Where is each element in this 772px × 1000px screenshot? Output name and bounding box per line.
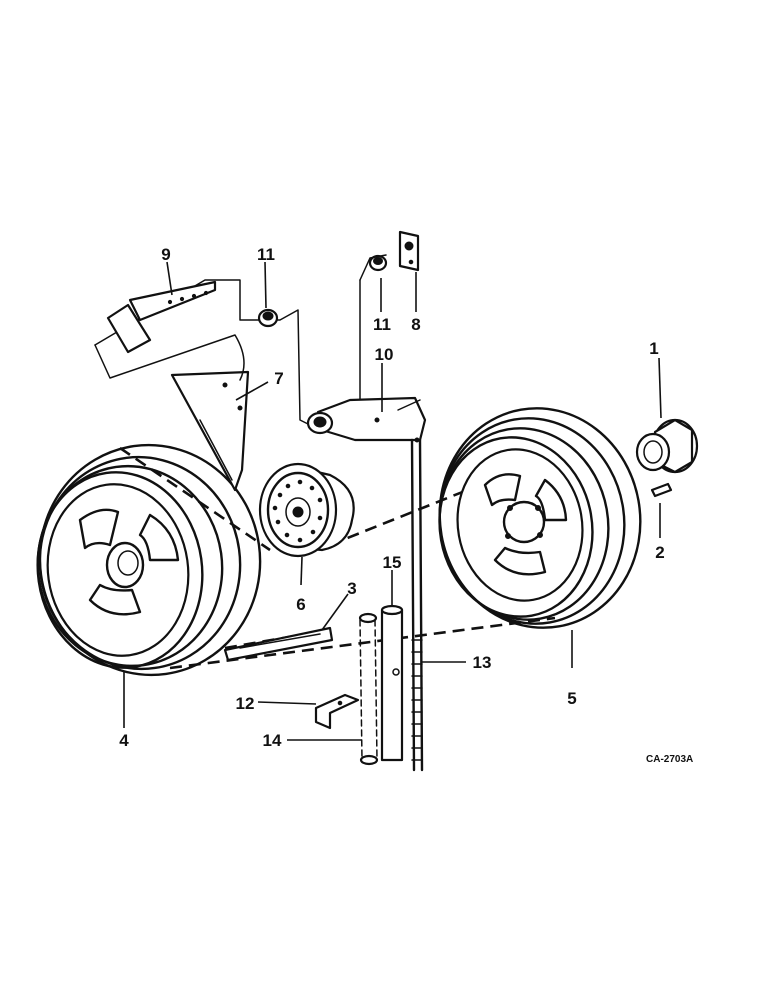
inner-tube [358,612,379,766]
idler-arm-bracket [94,279,321,431]
callout-2: 2 [655,543,664,562]
tension-arm [306,254,427,443]
pulley-key [650,482,673,498]
callout-3: 3 [347,579,356,598]
callout-11-upper: 11 [257,245,275,264]
callout-8: 8 [411,315,420,334]
idler-pulley [258,462,355,558]
callout-6: 6 [296,595,305,614]
callout-1: 1 [649,339,658,358]
callout-12: 12 [236,694,255,713]
adjusting-rod [410,438,424,772]
callout-13: 13 [473,653,492,672]
bushing-upper [257,308,279,328]
callout-7: 7 [274,369,283,388]
idler-bolt-holes [272,479,323,543]
belt-section [223,626,334,662]
callout-9: 9 [161,245,170,264]
support-tube [380,604,404,762]
belt-shield [170,370,250,492]
large-pulley-right [438,407,642,629]
bushing-right [368,254,388,272]
callout-14: 14 [263,731,282,750]
mounting-plate [398,230,420,272]
callout-4: 4 [119,731,129,750]
callout-10: 10 [375,345,394,364]
callout-15: 15 [383,553,402,572]
callout-5: 5 [567,689,576,708]
pulley-hub [635,418,699,474]
leader-lines [123,261,662,741]
callout-11-right: 11 [373,315,391,334]
callouts: 1 2 3 4 5 6 7 8 9 10 11 11 12 13 14 15 [119,245,664,750]
drawing-code: CA-2703A [646,754,693,765]
small-bracket [314,693,360,730]
large-pulley-left [36,443,262,677]
